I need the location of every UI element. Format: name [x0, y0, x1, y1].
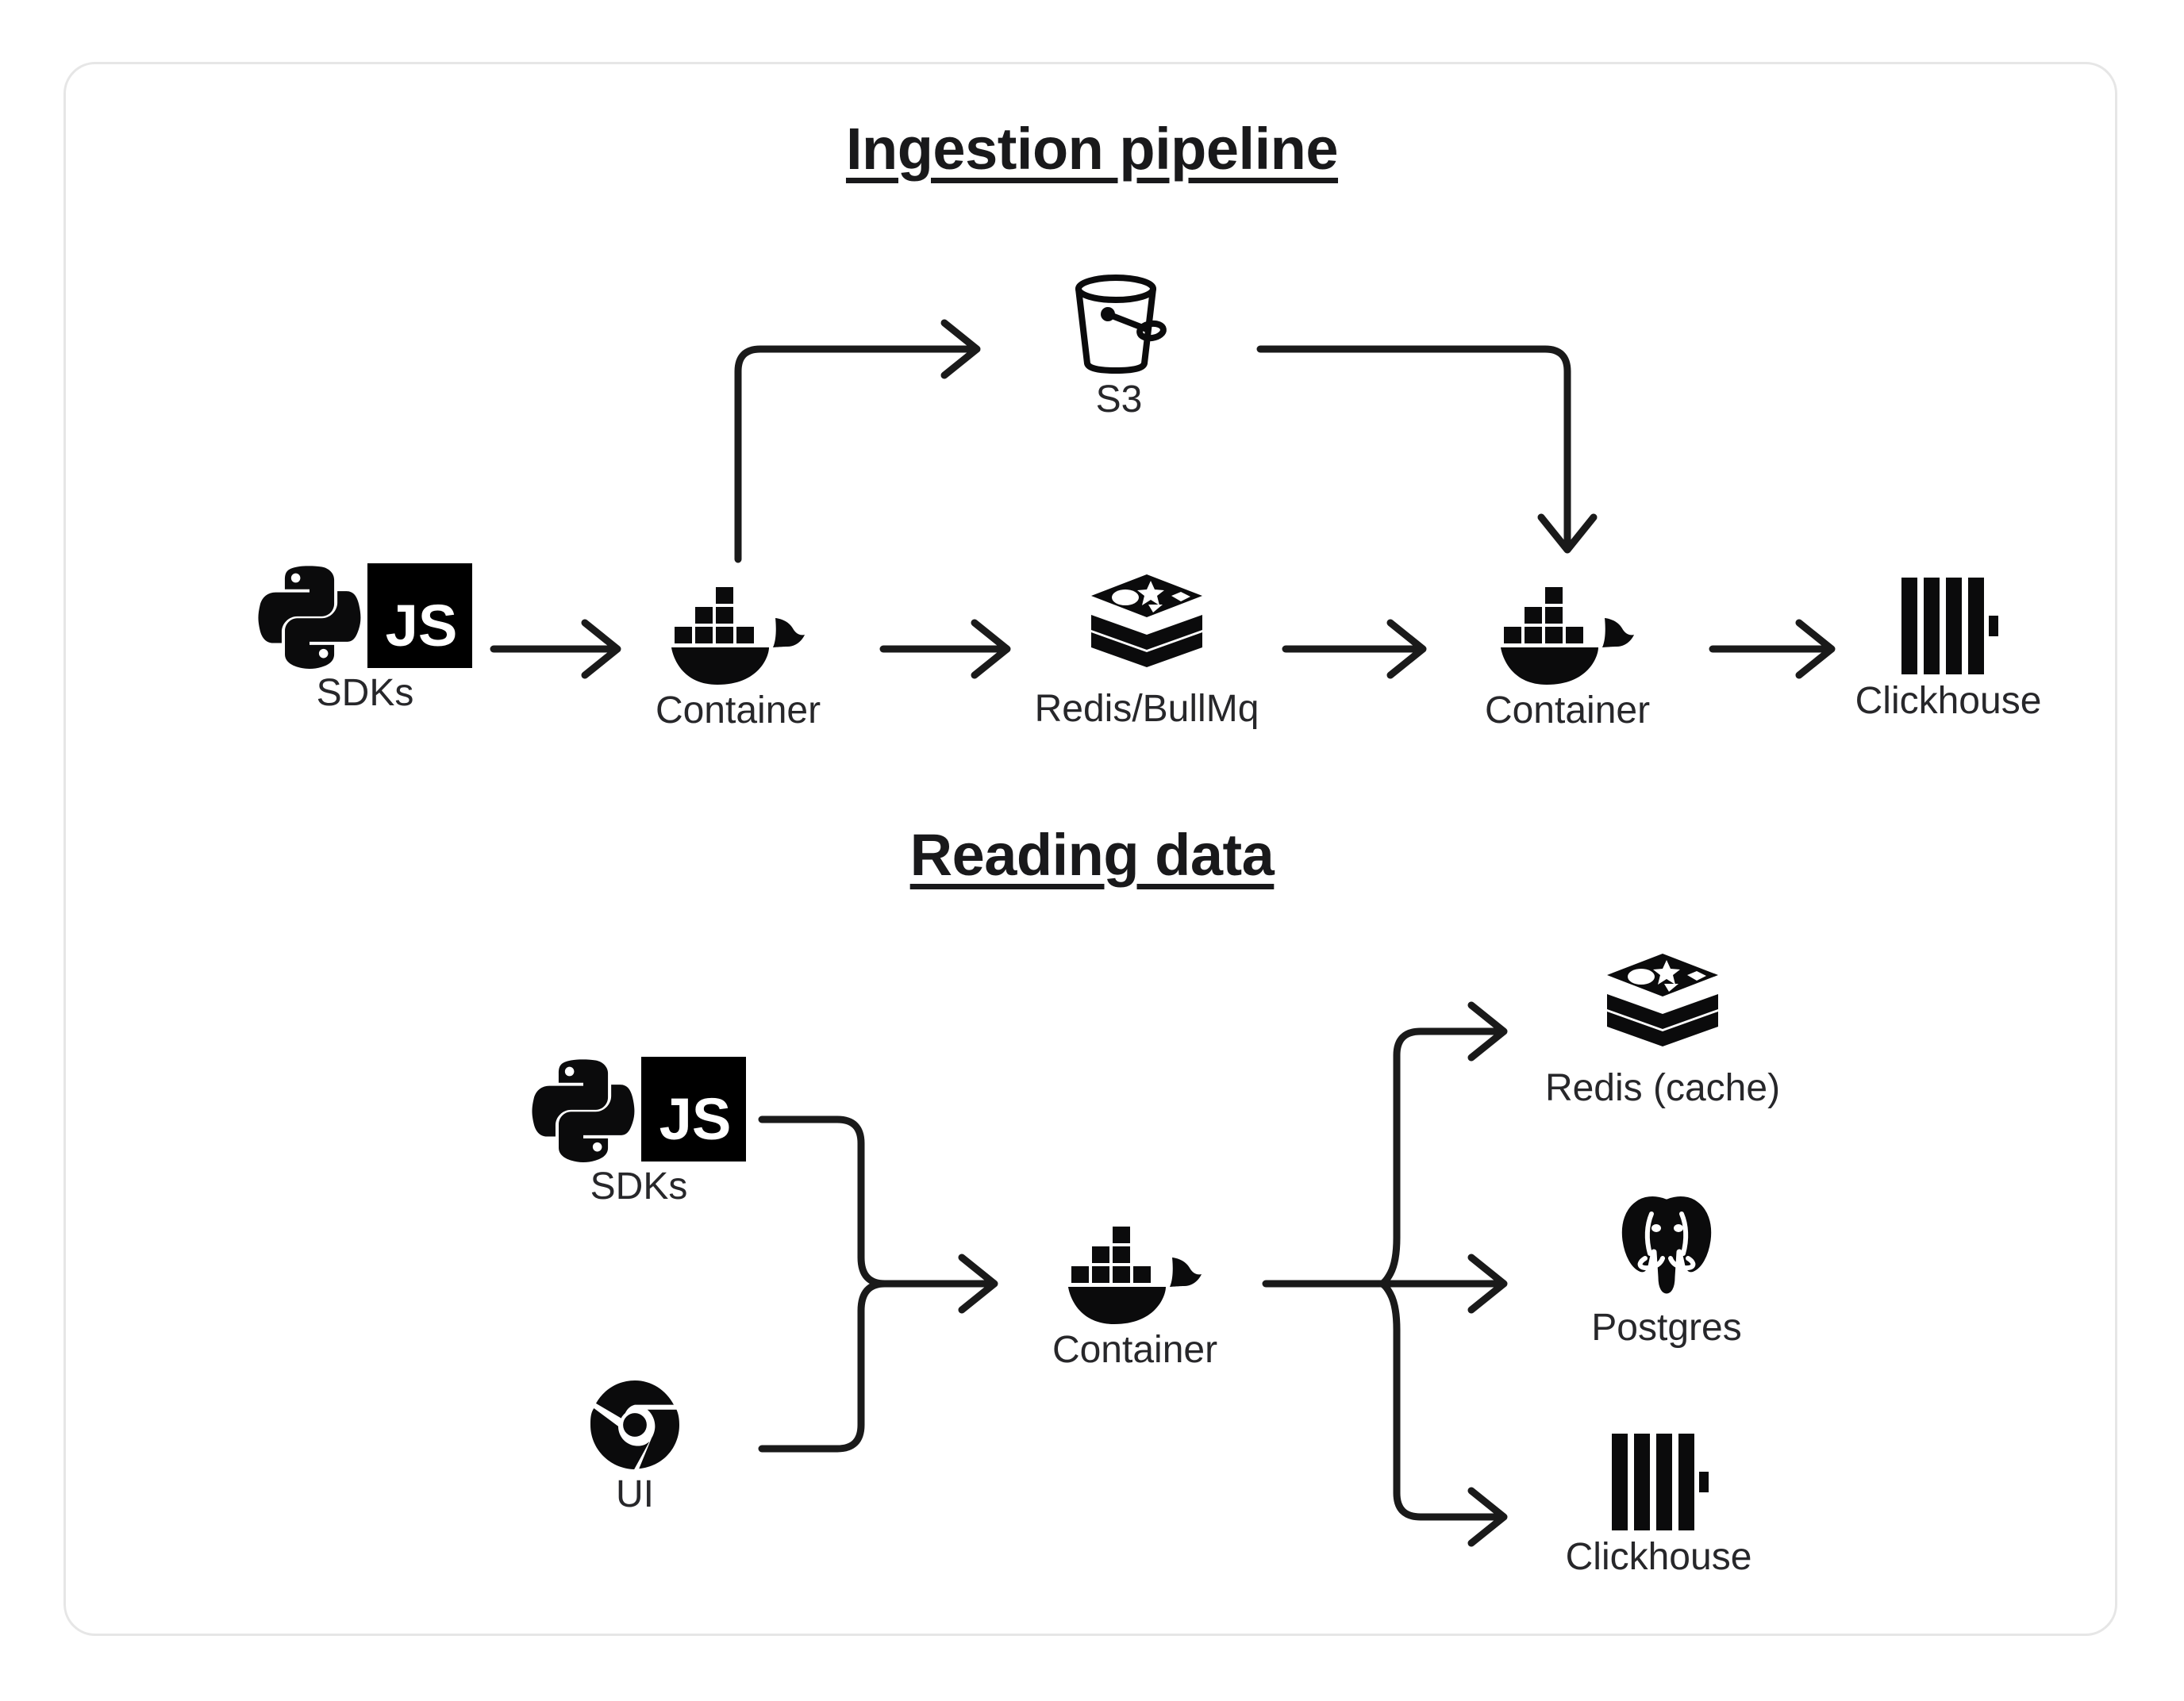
docker-whale-icon	[671, 581, 805, 685]
node-container-3[interactable]: Container	[1032, 1220, 1238, 1372]
node-ui[interactable]: UI	[556, 1380, 714, 1516]
clickhouse-icon	[1898, 576, 1998, 676]
node-label: UI	[616, 1473, 654, 1515]
node-label: Postgres	[1591, 1307, 1742, 1349]
section-title-ingestion: Ingestion pipeline	[845, 116, 1339, 182]
chrome-icon	[590, 1380, 679, 1469]
node-sdks-reading[interactable]: JS SDKs	[512, 1057, 766, 1208]
node-label: Container	[1484, 689, 1651, 731]
svg-text:JS: JS	[659, 1086, 732, 1152]
edge-container1-to-redis	[879, 619, 1011, 679]
node-container-2[interactable]: Container	[1464, 581, 1671, 732]
svg-text:JS: JS	[386, 593, 458, 659]
node-label: SDKs	[590, 1165, 688, 1208]
edge-s3-to-container2	[1256, 345, 1598, 554]
node-label: Container	[1052, 1329, 1218, 1371]
node-clickhouse-ingestion[interactable]: Clickhouse	[1829, 576, 2067, 723]
edge-container1-to-s3	[734, 319, 981, 563]
node-clickhouse-reading[interactable]: Clickhouse	[1540, 1432, 1778, 1579]
section-title-reading: Reading data	[909, 822, 1275, 888]
edge-container2-to-clickhouse	[1709, 619, 1836, 679]
diagram-card	[63, 62, 2117, 1636]
javascript-icon: JS	[367, 563, 472, 668]
node-sdks-ingestion[interactable]: JS SDKs	[238, 563, 492, 715]
docker-whale-icon	[1068, 1220, 1202, 1325]
sdks-icon-group: JS	[532, 1057, 746, 1162]
node-container-1[interactable]: Container	[635, 581, 841, 732]
node-label: Redis/BullMq	[1034, 688, 1259, 730]
javascript-icon: JS	[641, 1057, 746, 1162]
python-icon	[532, 1058, 635, 1162]
node-label: S3	[1095, 378, 1143, 420]
node-redis-cache[interactable]: Redis (cache)	[1536, 952, 1790, 1110]
edge-redis-to-container2	[1282, 619, 1427, 679]
edge-container3-to-postgres	[1377, 1254, 1508, 1314]
sdks-icon-group: JS	[258, 563, 472, 669]
clickhouse-icon	[1609, 1432, 1709, 1532]
node-label: Container	[655, 689, 821, 731]
node-redis-bullmq[interactable]: Redis/BullMq	[1020, 573, 1274, 731]
s3-bucket-icon	[1072, 270, 1167, 374]
node-s3[interactable]: S3	[1040, 270, 1198, 421]
edge-merge-arrow	[875, 1254, 998, 1314]
node-label: Clickhouse	[1565, 1536, 1752, 1578]
edge-container3-to-clickhouse	[1377, 1280, 1508, 1547]
postgres-elephant-icon	[1610, 1190, 1723, 1303]
edge-sdks-to-container1	[490, 619, 621, 679]
edge-container3-to-redis-cache	[1377, 1001, 1508, 1288]
node-label: SDKs	[316, 672, 414, 714]
python-icon	[258, 564, 361, 669]
redis-icon	[1089, 573, 1205, 684]
edge-ui-to-container3	[758, 1280, 889, 1453]
node-postgres[interactable]: Postgres	[1555, 1190, 1778, 1350]
docker-whale-icon	[1501, 581, 1634, 685]
redis-icon	[1605, 952, 1721, 1063]
node-label: Clickhouse	[1855, 680, 2042, 722]
edge-sdks-to-container3	[758, 1115, 889, 1288]
node-label: Redis (cache)	[1544, 1067, 1781, 1109]
